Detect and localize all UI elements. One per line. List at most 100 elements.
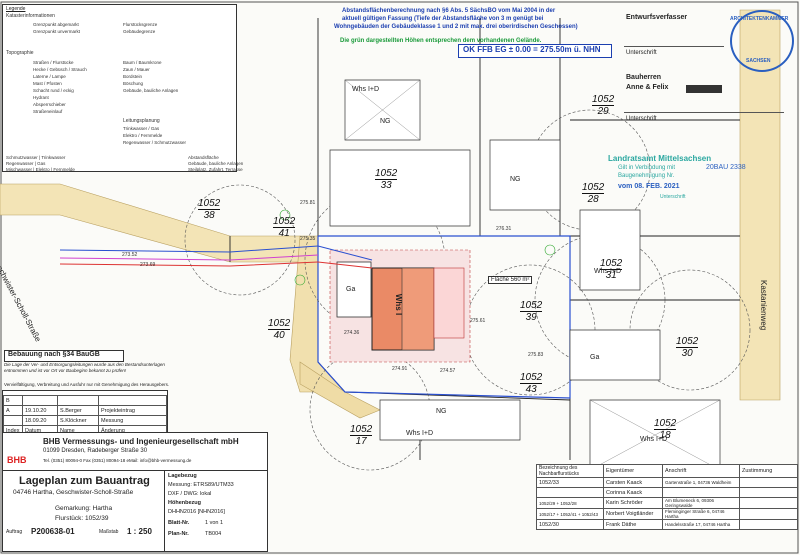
owner-consent bbox=[739, 519, 798, 530]
signature-line bbox=[624, 112, 784, 113]
notice-line: Die grün dargestellten Höhen entsprechen… bbox=[340, 38, 542, 44]
building-label: NG bbox=[436, 408, 447, 415]
legend-item: Schacht rund / eckig bbox=[33, 88, 74, 93]
revision-name: S.Klöckner bbox=[57, 415, 99, 426]
column-header: Anschrift bbox=[662, 464, 740, 478]
owner-parcel bbox=[536, 487, 604, 498]
plan-flurstueck: Flurstück: 1052/39 bbox=[55, 515, 109, 522]
table-row: 1052/29 + 1052/28 Karin Schröder Am Blum… bbox=[536, 497, 798, 509]
owner-parcel: 1052/30 bbox=[536, 519, 604, 530]
legend-surface: Steilplatz, Zufahrt, Terrasse bbox=[188, 167, 243, 172]
height-value: 274.36 bbox=[344, 330, 360, 336]
owner-parcel: 1052/17 + 1052/41 + 1052/43 bbox=[536, 508, 604, 520]
legend-section-topographie: Topographie bbox=[6, 50, 34, 56]
revision-index bbox=[3, 415, 23, 426]
parcel-sub: 31 bbox=[605, 270, 617, 281]
legend-item: Straßeneinlauf bbox=[33, 109, 63, 114]
legend-item: Straßen / Flurstücke bbox=[33, 60, 74, 65]
table-row: A 19.10.20 S.Berger Projekteintrag bbox=[3, 405, 167, 416]
landratsamt-title: Landratsamt Mittelsachsen bbox=[608, 154, 712, 163]
building-label: Whs I+D bbox=[352, 86, 380, 93]
owner-name: Frank Däthe bbox=[603, 519, 663, 530]
stamp-title: ARCHITEKTENKAMMER bbox=[730, 16, 789, 22]
legend-item: Zaun / Mauer bbox=[123, 67, 150, 72]
parcel-number: 1052 bbox=[582, 182, 605, 194]
owner-address: Am Blumeneck 6, 09306 Geringswalde bbox=[662, 497, 740, 509]
company-contact: Tel. (0351) 80094-0 Fax (0351) 80094-18 … bbox=[43, 458, 192, 463]
parcel-number: 1052 bbox=[198, 198, 221, 210]
owner-address: Fleminginger Straße 6, 04746 Hartha bbox=[662, 508, 740, 520]
plan-subtitle: 04746 Hartha, Geschwister-Scholl-Straße bbox=[13, 489, 134, 496]
revision-change: Projekteintrag bbox=[98, 405, 167, 416]
blatt-label: Blatt-Nr. bbox=[168, 520, 190, 526]
street-name-east: Kastanienweg bbox=[759, 280, 768, 331]
owner-consent bbox=[739, 497, 798, 509]
legend-section-leitung: Leitungsplanung bbox=[123, 118, 160, 124]
hoehe-label: Höhenbezug bbox=[168, 500, 201, 506]
building-label: Whs I+D bbox=[640, 436, 668, 443]
revision-date bbox=[22, 395, 58, 406]
parcel-number: 1052 bbox=[273, 216, 296, 228]
parcel-sub: 39 bbox=[525, 312, 537, 323]
owner-consent bbox=[739, 477, 798, 488]
legend-item: Regenwasser / Schmutzwasser bbox=[123, 140, 187, 145]
abstand-notice: Abstandsflächenberechnung nach §6 Abs. 5… bbox=[318, 8, 614, 44]
company-name: BHB Vermessungs- und Ingenieurgesellscha… bbox=[43, 437, 239, 446]
header-right: Entwurfsverfasser ARCHITEKTENKAMMER SACH… bbox=[618, 4, 798, 224]
parcel-sub: 30 bbox=[681, 348, 693, 359]
parcel-number: 1052 bbox=[375, 168, 398, 180]
bebauung-note: Die Lage der Ver- und Entsorgungsleitung… bbox=[4, 362, 165, 373]
height-value: 274.91 bbox=[392, 366, 408, 372]
revision-name bbox=[57, 395, 99, 406]
parcel-sub: 40 bbox=[273, 330, 285, 341]
owner-name: Norbert Voigtländer bbox=[603, 508, 663, 520]
signature-label: Unterschrift bbox=[626, 116, 657, 122]
owner-address: Handelsstraße 17, 04746 Hartha bbox=[662, 519, 740, 530]
revision-index: A bbox=[3, 405, 23, 416]
area-label: Fläche 560 m² bbox=[488, 276, 533, 284]
parcel-sub: 29 bbox=[597, 106, 609, 117]
height-value: 275.35 bbox=[300, 236, 316, 242]
legend-section-kataster: Katasterinformationen bbox=[6, 13, 55, 19]
legend-line: Regenwasser | Gas bbox=[6, 161, 46, 166]
building-label: Whs I+D bbox=[406, 430, 434, 437]
parcel-number: 1052 bbox=[654, 418, 677, 430]
parcel-number: 1052 bbox=[592, 94, 615, 106]
legend-title: Legende bbox=[6, 6, 26, 12]
table-row: 18.09.20 S.Klöckner Messung bbox=[3, 415, 167, 426]
company-address: 01099 Dresden, Radeberger Straße 30 bbox=[43, 448, 148, 454]
legend-item: Gebäudegrenze bbox=[123, 29, 156, 34]
revision-index: B bbox=[3, 395, 23, 406]
dxf-value: DXF / DWG: lokal bbox=[168, 491, 212, 497]
owner-parcel: 1052/33 bbox=[536, 477, 604, 488]
building-label: NG bbox=[380, 118, 391, 125]
owner-parcel: 1052/29 + 1052/28 bbox=[536, 497, 604, 509]
lagebezug-label: Lagebezug bbox=[168, 473, 197, 479]
info-block: Lagebezug Messung: ETRS89/UTM33 DXF / DW… bbox=[164, 470, 268, 552]
parcel-number: 1052 bbox=[520, 372, 543, 384]
revision-change: Messung bbox=[98, 415, 167, 426]
parcel-number: 1052 bbox=[350, 424, 373, 436]
legend-item: Elektro / Fernmelde bbox=[123, 133, 163, 138]
architect-stamp bbox=[730, 10, 794, 72]
owner-address: Gartenstraße 1, 04736 Waldheim bbox=[662, 477, 740, 488]
signature-line bbox=[624, 46, 724, 47]
massstab-label: Maßstab bbox=[99, 529, 119, 535]
legend-item: Absperrschieber bbox=[33, 102, 66, 107]
parcel-sub: 28 bbox=[587, 194, 599, 205]
legend-surface: Gebäude, bauliche Anlagen bbox=[188, 161, 244, 166]
signature-label: Unterschrift bbox=[626, 50, 657, 56]
owner-name: Corinna Kaack bbox=[603, 487, 663, 498]
plan-gemarkung: Gemarkung: Hartha bbox=[55, 505, 113, 512]
table-row: 1052/33 Carsten Kaack Gartenstraße 1, 04… bbox=[536, 477, 798, 488]
column-header: Zustimmung bbox=[739, 464, 798, 478]
lagebezug-value: Messung: ETRS89/UTM33 bbox=[168, 482, 234, 488]
okffb-label: OK FFB EG ± 0.00 = 275.50m ü. NHN bbox=[463, 45, 601, 54]
landratsamt-line: Baugenehmigung Nr. bbox=[618, 173, 675, 179]
legend-item: Hecke / Gebüsch / Strauch bbox=[33, 67, 87, 72]
house-label: Whs I bbox=[394, 293, 404, 316]
